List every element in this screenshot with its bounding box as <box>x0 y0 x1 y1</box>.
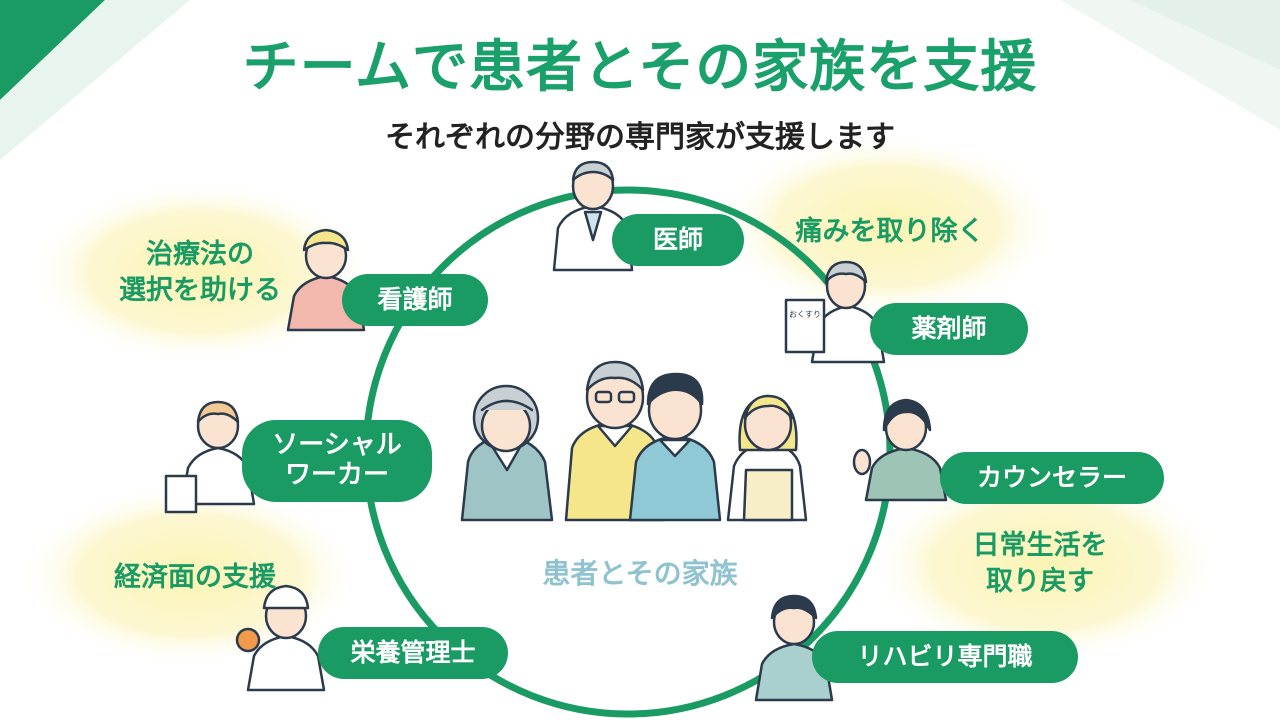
role-social-worker: ソーシャル ワーカー <box>242 420 432 502</box>
family-illustration <box>460 360 808 522</box>
note-treatment-line1: 治療法の <box>146 238 254 270</box>
counselor-illustration <box>852 398 948 502</box>
center-label: 患者とその家族 <box>542 557 738 590</box>
role-pharmacist: 薬剤師 <box>870 303 1028 355</box>
corner-shade-right-2 <box>1130 0 1280 70</box>
note-pain: 痛みを取り除く <box>740 210 1040 254</box>
bubble-daily <box>870 467 1220 663</box>
role-rehab: リハビリ専門職 <box>812 631 1078 683</box>
note-daily-line1: 日常生活を <box>972 529 1108 561</box>
bubble-treatment <box>30 180 370 364</box>
note-treatment: 治療法の 選択を助ける <box>60 228 340 318</box>
role-dietitian: 栄養管理士 <box>318 627 508 679</box>
page-subtitle: それぞれの分野の専門家が支援します <box>385 120 895 155</box>
note-economic: 経済面の支援 <box>60 556 330 600</box>
dietitian-illustration <box>235 584 326 692</box>
note-treatment-line2: 選択を助ける <box>119 275 281 306</box>
role-nurse: 看護師 <box>342 274 488 326</box>
role-doctor: 医師 <box>612 214 744 266</box>
role-counselor: カウンセラー <box>940 452 1164 504</box>
corner-shade-left <box>0 0 190 160</box>
doctor-illustration <box>552 160 634 272</box>
page-title: チームで患者とその家族を支援 <box>242 35 1038 100</box>
bubble-pain <box>718 134 1058 318</box>
note-daily-life: 日常生活を 取り戻す <box>900 518 1180 610</box>
role-social-worker-line2: ワーカー <box>284 460 389 490</box>
social-worker-illustration <box>164 400 256 514</box>
note-daily-line2: 取り戻す <box>986 566 1094 597</box>
note-pain-text: 痛みを取り除く <box>795 215 985 247</box>
medicine-book-label: おくすり <box>789 310 821 319</box>
role-social-worker-line1: ソーシャル <box>272 430 402 461</box>
note-economic-text: 経済面の支援 <box>114 561 276 593</box>
